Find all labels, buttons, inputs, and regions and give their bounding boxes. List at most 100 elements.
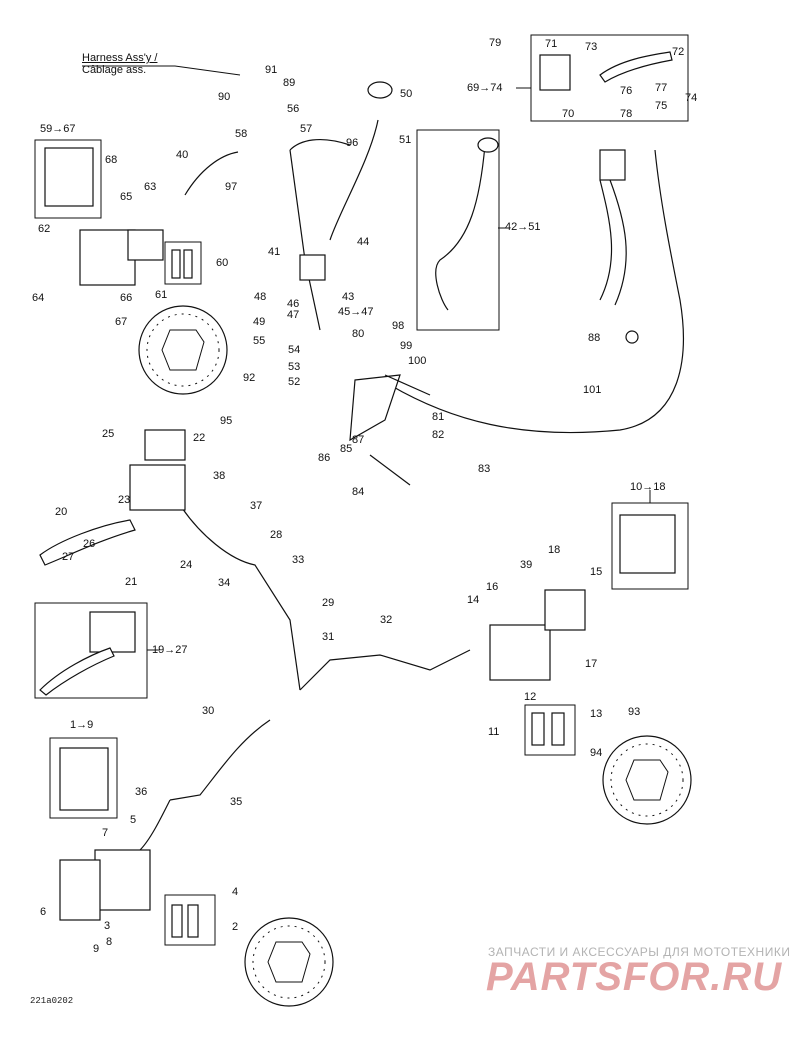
callout: 82: [432, 429, 444, 441]
callout: 43: [342, 291, 354, 303]
callout: 2: [232, 921, 238, 933]
caliper-bracket-18: [544, 589, 586, 631]
brake-lever-20: [39, 519, 136, 566]
callout: 65: [120, 191, 132, 203]
callout: 98: [392, 320, 404, 332]
callout: 83: [478, 463, 490, 475]
callout: 16: [486, 581, 498, 593]
callout: 61: [155, 289, 167, 301]
callout: 90: [218, 91, 230, 103]
callout: 94: [590, 747, 602, 759]
front-caliper-65: [79, 229, 136, 286]
callout: 53: [288, 361, 300, 373]
callout: 88: [588, 332, 600, 344]
handlebar-switch: [599, 149, 626, 181]
inset-lever-shape: [39, 647, 115, 696]
callout: 99: [400, 340, 412, 352]
callout: 81: [432, 411, 444, 423]
reservoir-50: [367, 81, 393, 99]
harness-note: Harness Ass'y / Câblage ass.: [82, 52, 157, 76]
callout: 25: [102, 428, 114, 440]
callout: 34: [218, 577, 230, 589]
callout: 44: [357, 236, 369, 248]
callout: 17: [585, 658, 597, 670]
callout: 14: [467, 594, 479, 606]
callout: 59→67: [40, 123, 75, 135]
brake-lines: [139, 119, 684, 851]
master-cylinder-body: [129, 464, 186, 511]
master-cylinder-cap: [144, 429, 186, 461]
inset-rear-caliper-shape: [619, 514, 676, 574]
callout: 87: [352, 434, 364, 446]
callout: 9: [93, 943, 99, 955]
harness-label-fr: Câblage ass.: [82, 64, 147, 76]
brake-discs: [138, 305, 692, 1007]
callout: 40: [176, 149, 188, 161]
callout: 24: [180, 559, 192, 571]
callout: 5: [130, 814, 136, 826]
callout: 7: [102, 827, 108, 839]
callout: 35: [230, 796, 242, 808]
callout: 70: [562, 108, 574, 120]
callout: 51: [399, 134, 411, 146]
callout: 12: [524, 691, 536, 703]
callout: 69→74: [467, 82, 502, 94]
callout: 41: [268, 246, 280, 258]
callout: 6: [40, 906, 46, 918]
valve-block: [299, 254, 326, 281]
callout: 97: [225, 181, 237, 193]
lever-72: [599, 51, 673, 83]
callout: 77: [655, 82, 667, 94]
watermark-logo: PARTSFOR.RU: [486, 955, 783, 999]
callout: 64: [32, 292, 44, 304]
callout: 1→9: [70, 719, 93, 731]
callout: 29: [322, 597, 334, 609]
callout: 28: [270, 529, 282, 541]
callout: 54: [288, 344, 300, 356]
pad-2-left: [171, 904, 183, 938]
callout: 10→18: [630, 481, 665, 493]
callout: 27: [62, 551, 74, 563]
callout: 63: [144, 181, 156, 193]
callout: 20: [55, 506, 67, 518]
drawing-code: 221a0202: [30, 996, 74, 1006]
leader-lines: [82, 65, 651, 651]
callout: 55: [253, 335, 265, 347]
callout: 31: [322, 631, 334, 643]
callout: 84: [352, 486, 364, 498]
callout: 66: [120, 292, 132, 304]
callout: 86: [318, 452, 330, 464]
callout: 95: [220, 415, 232, 427]
callout: 96: [346, 137, 358, 149]
callout: 74: [685, 92, 697, 104]
components: [39, 51, 676, 938]
callout: 49: [253, 316, 265, 328]
callout: 8: [106, 936, 112, 948]
callout: 93: [628, 706, 640, 718]
callout: 42→51: [505, 221, 540, 233]
callout: 3: [104, 920, 110, 932]
callout: 79: [489, 37, 501, 49]
lever-bracket-71: [539, 54, 571, 91]
disc-93-right: [602, 735, 692, 825]
pad-left: [171, 249, 181, 279]
harness-label-en: Harness Ass'y /: [82, 52, 158, 64]
callout: 52: [288, 376, 300, 388]
disc-93-left: [244, 917, 334, 1007]
callout: 92: [243, 372, 255, 384]
pad-11-left: [531, 712, 545, 746]
pad-2-right: [187, 904, 199, 938]
callout: 11: [488, 726, 499, 738]
callout: 15: [590, 566, 602, 578]
caliper-bracket-6: [59, 859, 101, 921]
brake-pedal-87: [349, 374, 401, 442]
clip-88: [625, 330, 639, 344]
callout: 56: [287, 103, 299, 115]
callout: 47: [287, 309, 299, 321]
pad-right: [183, 249, 193, 279]
callout: 78: [620, 108, 632, 120]
callout: 91: [265, 64, 277, 76]
callout: 32: [380, 614, 392, 626]
callout-labels: 1→9 2 3 4 5 6 7 8 9 10→18 11 12 13 14 15…: [32, 37, 697, 955]
